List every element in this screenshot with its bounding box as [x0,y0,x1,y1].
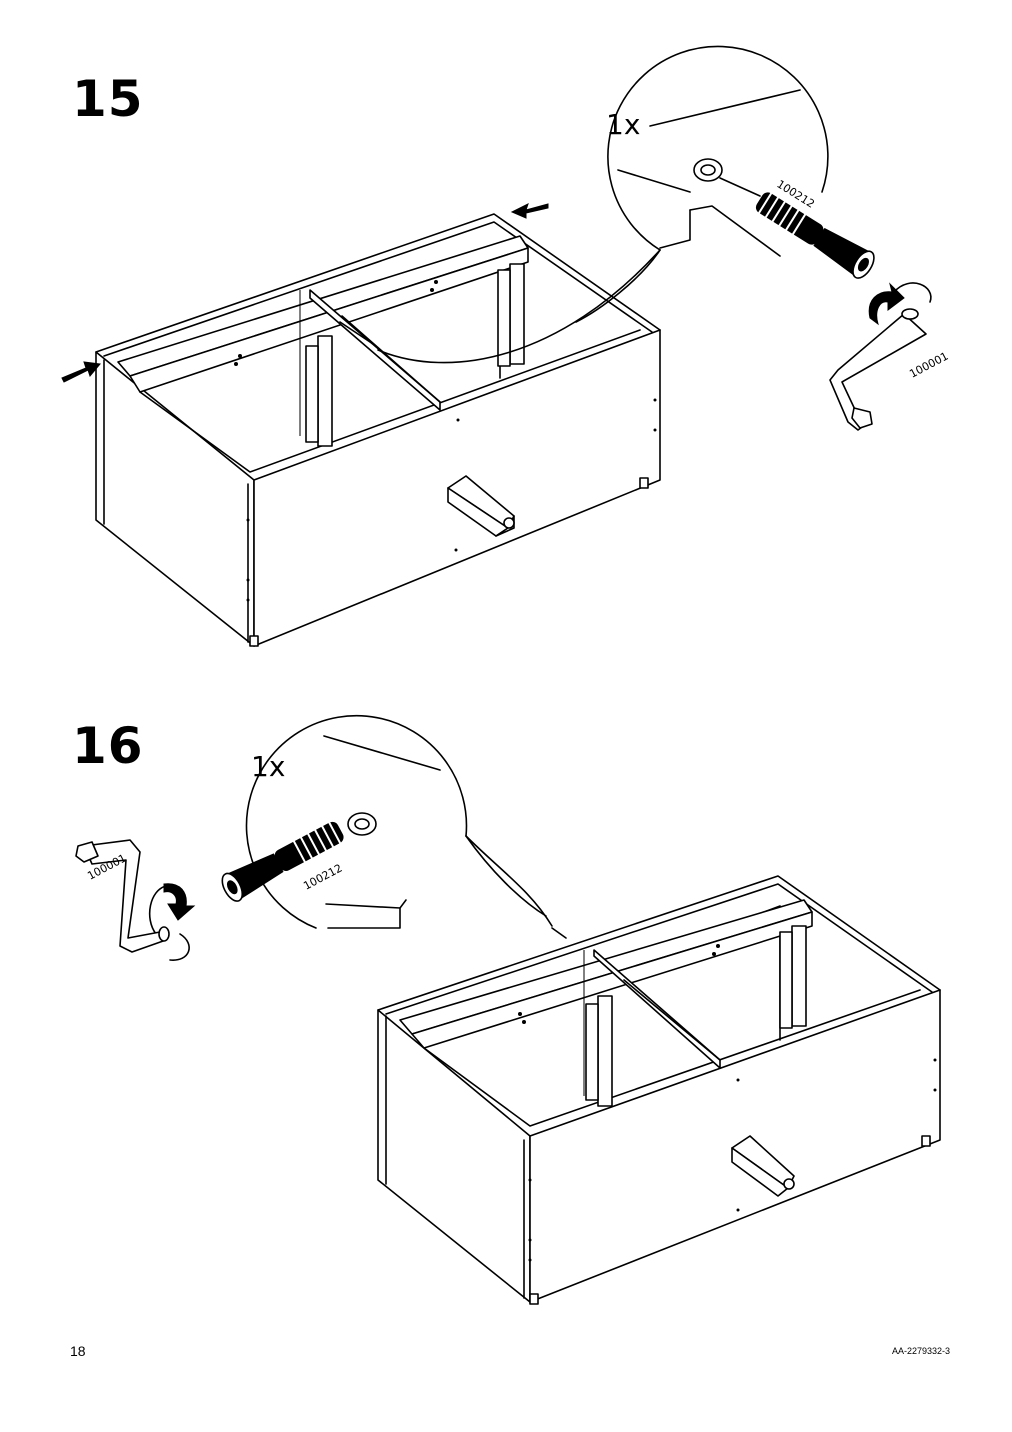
step-16-number: 16 [72,717,144,775]
step-16-screw-part-number: 100212 [301,861,344,892]
push-arrow-icon [510,203,549,219]
step-15-tool-part-number: 100001 [907,349,950,380]
allen-key-icon [829,308,927,431]
step-15-detail-callout [377,45,829,364]
step-16-detail-callout [245,714,553,929]
document-code: AA-2279332-3 [891,1346,950,1356]
page-number: 18 [70,1343,86,1359]
push-arrow-icon [61,361,101,383]
step-16-cabinet [377,875,941,1305]
step-15-quantity: 1x [606,108,641,141]
rotate-arrow-icon [868,282,932,326]
rotate-arrow-icon [148,883,196,961]
cam-screw-icon [221,821,344,902]
step-15-number: 15 [72,70,144,128]
cam-screw-icon [755,192,875,279]
allen-key-icon [75,839,170,953]
step-15-cabinet [95,213,661,647]
